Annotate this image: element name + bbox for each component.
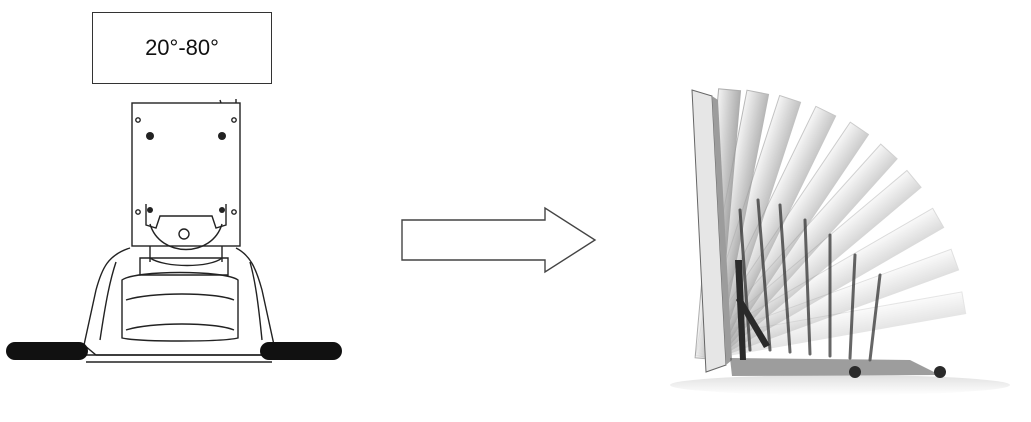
tilt-range-sequence-icon (640, 60, 1020, 420)
right-foot (260, 342, 342, 360)
left-foot (6, 342, 88, 360)
arrow-right-icon (390, 200, 610, 280)
stand-front-view-icon (0, 0, 360, 422)
